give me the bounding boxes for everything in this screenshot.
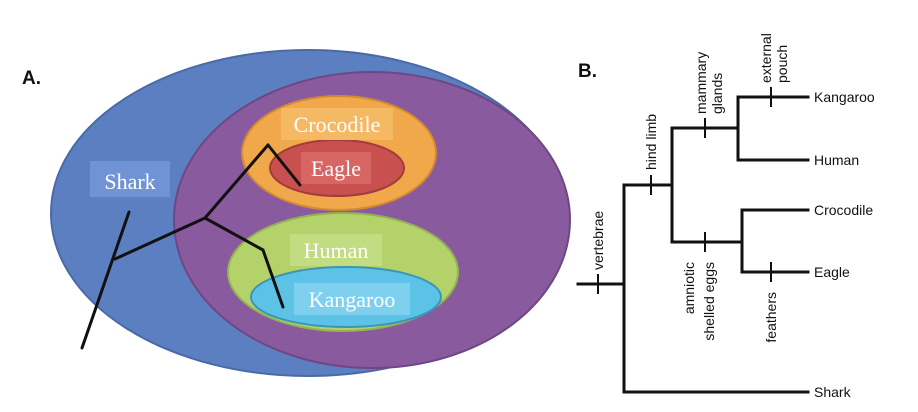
set-tree xyxy=(80,143,302,350)
eagle-set-label: Eagle xyxy=(311,156,361,181)
hind-limb-trait-label: hind limb xyxy=(643,114,659,170)
pouch-trait-label-line1: external xyxy=(758,33,774,83)
trait-ticks xyxy=(597,87,772,294)
kangaroo-label-chip xyxy=(294,283,410,315)
panel-b-letter: B. xyxy=(578,61,597,82)
kangaroo-tip-label: Kangaroo xyxy=(814,89,875,105)
crocodile-tip-label: Crocodile xyxy=(814,202,873,218)
vertebrae-trait-label: vertebrae xyxy=(590,211,606,270)
crocodile-set-label: Crocodile xyxy=(294,112,381,137)
amniotic-trait-label-line1: amniotic xyxy=(681,262,697,314)
eagle-label-chip xyxy=(301,152,371,184)
mammary-trait-label-line2: glands xyxy=(709,73,725,114)
human-set-label: Human xyxy=(304,238,369,263)
panel-b: B. Kangaroo Human Crocodile xyxy=(576,33,875,400)
crocodile-label-chip xyxy=(281,108,393,140)
shark-set-label: Shark xyxy=(104,169,155,194)
cladogram-branches xyxy=(576,95,810,394)
shark-label-chip xyxy=(90,161,170,197)
kangaroo-set-label: Kangaroo xyxy=(309,287,396,312)
shark-tip-label: Shark xyxy=(814,384,852,400)
panel-a: A. Shark Crocodile Eagle Human Kangaroo xyxy=(22,49,571,377)
panel-a-letter: A. xyxy=(22,68,41,89)
human-label-chip xyxy=(290,234,382,266)
human-tip-label: Human xyxy=(814,152,859,168)
pouch-trait-label-line2: pouch xyxy=(774,45,790,83)
amniotic-trait-label-line2: shelled eggs xyxy=(701,262,717,341)
feathers-trait-label: feathers xyxy=(763,292,779,343)
eagle-tip-label: Eagle xyxy=(814,264,850,280)
mammary-trait-label-line1: mammary xyxy=(693,52,709,114)
